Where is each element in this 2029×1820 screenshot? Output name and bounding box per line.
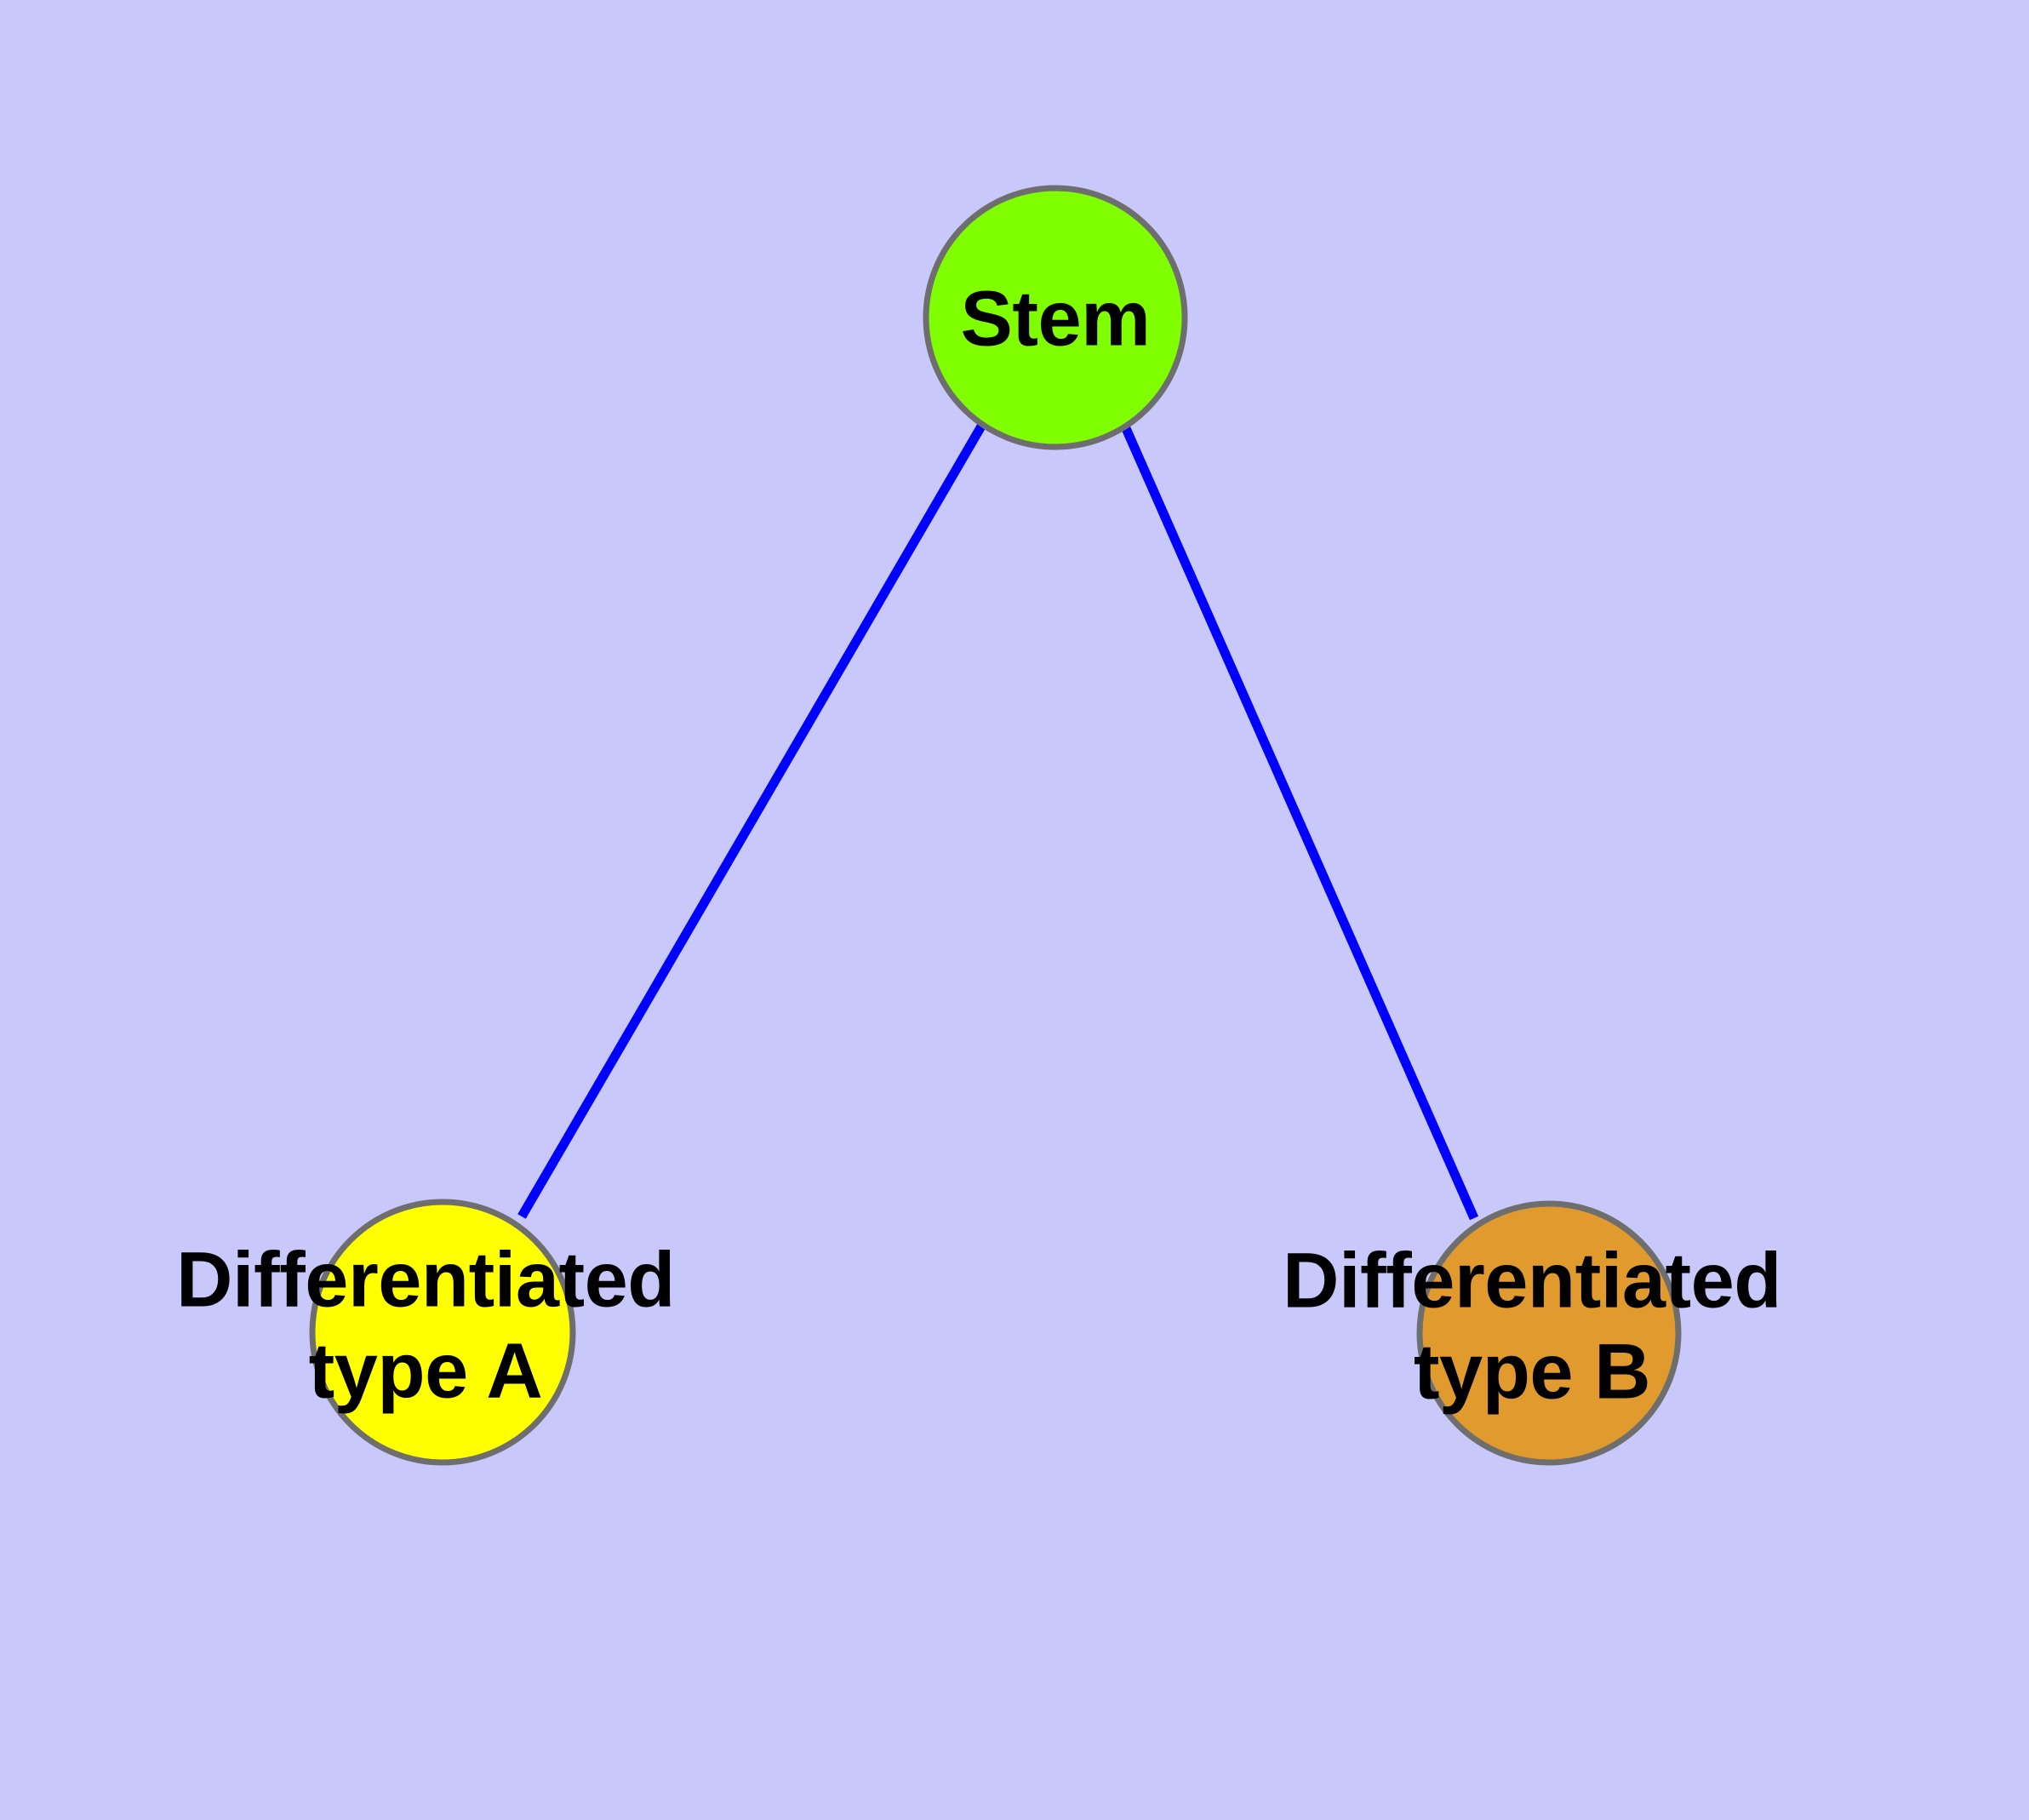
edge-stem-to-type-b[interactable] xyxy=(1120,424,1479,1221)
node-stem[interactable] xyxy=(923,185,1188,450)
edge-stem-to-type-a[interactable] xyxy=(517,422,986,1219)
node-layer xyxy=(309,185,1682,1466)
node-differentiated-type-b[interactable] xyxy=(1416,1200,1682,1466)
node-differentiated-type-a[interactable] xyxy=(309,1199,576,1466)
edge-layer xyxy=(517,422,1479,1221)
